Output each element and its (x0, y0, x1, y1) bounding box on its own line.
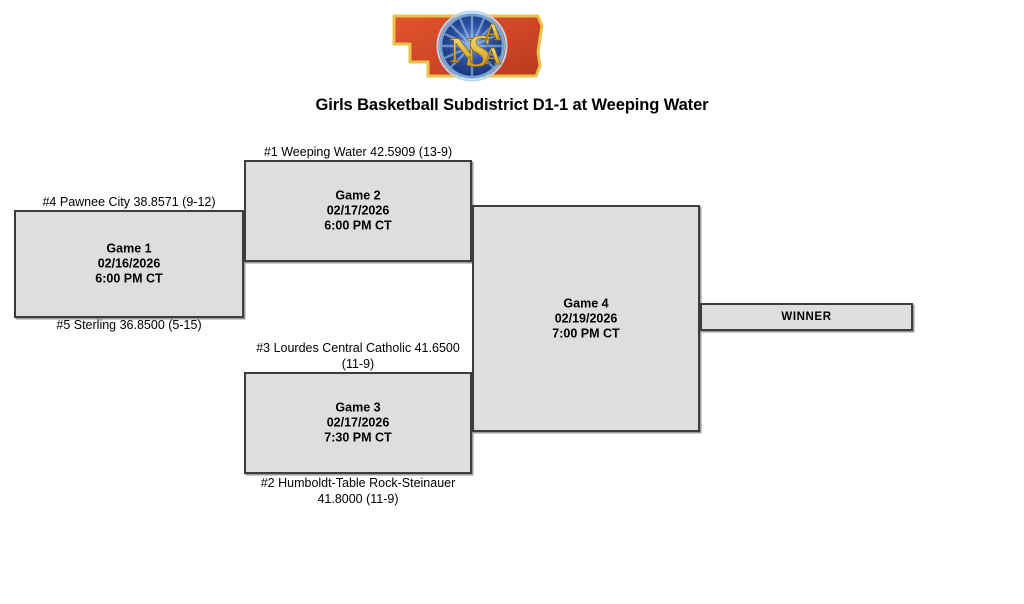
game1-time: 6:00 PM CT (95, 271, 163, 286)
winner-label: WINNER (781, 311, 832, 323)
game3-date: 02/17/2026 (326, 415, 390, 430)
game4-name: Game 4 (563, 296, 609, 310)
game2-box[interactable]: Game 2 02/17/2026 6:00 PM CT (244, 160, 472, 262)
nsaa-letters: N S A A (450, 20, 503, 77)
winner-box[interactable]: WINNER (700, 303, 913, 331)
game2-time: 6:00 PM CT (324, 218, 392, 233)
game3-name: Game 3 (335, 400, 381, 415)
game1-top-seed-label: #4 Pawnee City 38.8571 (9-12) (42, 195, 216, 209)
game4-details: Game 4 02/19/2026 7:00 PM CT (474, 296, 698, 341)
page-title: Girls Basketball Subdistrict D1-1 at Wee… (315, 96, 709, 114)
svg-text:S: S (466, 25, 492, 76)
svg-text:N: N (450, 30, 476, 70)
game1-bottom-seed-label: #5 Sterling 36.8500 (5-15) (56, 318, 202, 332)
game4-box[interactable]: Game 4 02/19/2026 7:00 PM CT (472, 205, 700, 432)
game2-top-seed-label: #1 Weeping Water 42.5909 (13-9) (263, 145, 453, 159)
game3-details: Game 3 02/17/2026 7:30 PM CT (246, 401, 470, 446)
nsaa-logo-graphic: N S A A (392, 10, 544, 82)
game2-name: Game 2 (335, 188, 381, 203)
game3-box[interactable]: Game 3 02/17/2026 7:30 PM CT (244, 372, 472, 474)
svg-text:A: A (484, 44, 502, 70)
game2-date: 02/17/2026 (326, 203, 390, 218)
game3-top-seed-label: #3 Lourdes Central Catholic 41.6500 (11-… (256, 341, 460, 371)
game3-bottom-seed-label: #2 Humboldt-Table Rock-Steinauer 41.8000… (260, 476, 456, 506)
game1-details: Game 1 02/16/2026 6:00 PM CT (16, 242, 242, 287)
game2-details: Game 2 02/17/2026 6:00 PM CT (246, 189, 470, 234)
nsaa-medallion: N S A A (436, 10, 508, 82)
svg-text:A: A (484, 20, 502, 46)
game1-date: 02/16/2026 (97, 256, 161, 271)
game1-box[interactable]: Game 1 02/16/2026 6:00 PM CT (14, 210, 244, 318)
game3-time: 7:30 PM CT (324, 430, 392, 445)
game4-date: 02/19/2026 (554, 311, 618, 325)
game1-name: Game 1 (106, 241, 152, 256)
nsaa-logo: N S A A (388, 4, 548, 92)
game4-time: 7:00 PM CT (552, 326, 620, 340)
